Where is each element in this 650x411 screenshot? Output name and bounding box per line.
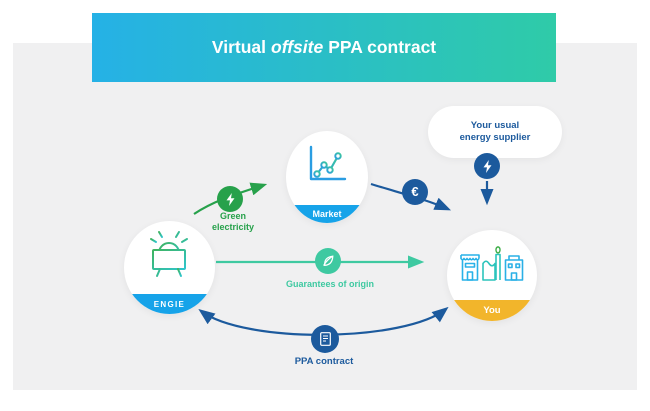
leaf-icon xyxy=(323,255,334,267)
guarantees-badge xyxy=(315,248,341,274)
title-pre: Virtual xyxy=(211,37,266,57)
node-consumer-you: You xyxy=(447,230,537,321)
cloud-text-line1: Your usual xyxy=(470,119,520,131)
lightning-icon xyxy=(226,192,234,206)
lightning-icon xyxy=(483,159,491,173)
page-title: Virtual offsite PPA contract xyxy=(212,37,436,58)
market-chart-icon xyxy=(309,145,347,181)
node-market-band: Market xyxy=(286,205,368,223)
energy-supplier-cloud: Your usual energy supplier xyxy=(428,106,562,158)
buildings-icon xyxy=(460,246,524,281)
contract-icon xyxy=(319,332,331,346)
money-badge: € xyxy=(402,179,428,205)
node-consumer-label: You xyxy=(483,305,501,316)
green-electricity-label: Green electricity xyxy=(211,211,255,232)
euro-icon: € xyxy=(411,184,419,199)
green-electricity-badge xyxy=(217,186,243,212)
node-producer-band: ENGIE xyxy=(124,294,215,314)
guarantees-of-origin-label: Guarantees of origin xyxy=(285,279,374,289)
title-italic: offsite xyxy=(271,37,324,57)
node-market-label: Market xyxy=(312,209,342,219)
node-consumer-band: You xyxy=(447,300,537,321)
ppa-contract-label: PPA contract xyxy=(294,356,354,367)
node-market: Market xyxy=(286,131,368,223)
leaf-sprout-icon xyxy=(495,246,501,254)
ppa-contract-badge xyxy=(311,325,339,353)
title-post: PPA contract xyxy=(328,37,437,57)
cloud-text-line2: energy supplier xyxy=(459,132,531,143)
solar-panel-icon xyxy=(145,228,193,278)
title-banner: Virtual offsite PPA contract xyxy=(92,13,556,82)
engie-logo: ENGIE xyxy=(153,299,186,309)
supplier-power-badge xyxy=(474,153,500,179)
node-producer-engie: ENGIE xyxy=(124,221,215,314)
